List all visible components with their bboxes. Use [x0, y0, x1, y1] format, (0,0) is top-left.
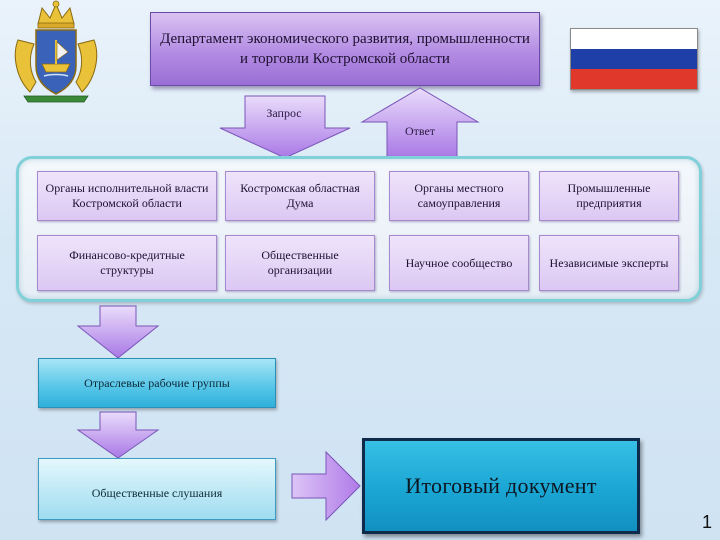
- final-document-box: Итоговый документ: [362, 438, 640, 534]
- working-groups-box: Отраслевые рабочие группы: [38, 358, 276, 408]
- flag-stripe-blue: [571, 48, 697, 69]
- flag-stripe-white: [571, 29, 697, 49]
- header-title: Департамент экономического развития, про…: [160, 31, 530, 67]
- stakeholder-card: Органы местного самоуправления: [389, 171, 529, 221]
- public-hearings-label: Общественные слушания: [91, 486, 223, 500]
- stakeholder-card: Общественные организации: [225, 235, 375, 291]
- request-arrow: [219, 95, 351, 159]
- public-hearings-box: Общественные слушания: [38, 458, 276, 520]
- final-document-label: Итоговый документ: [405, 473, 597, 498]
- stakeholders-panel: Органы исполнительной власти Костромской…: [16, 156, 702, 302]
- down-arrow-public-hearings: [76, 411, 160, 459]
- stakeholder-card: Научное сообщество: [389, 235, 529, 291]
- response-arrow: [360, 87, 480, 159]
- response-label: Ответ: [404, 124, 436, 138]
- stakeholder-card: Органы исполнительной власти Костромской…: [37, 171, 217, 221]
- down-arrow-working-groups: [76, 305, 160, 359]
- department-header: Департамент экономического развития, про…: [150, 12, 540, 86]
- right-arrow-final-document: [291, 450, 361, 522]
- coat-of-arms-icon: [14, 0, 98, 103]
- stakeholder-card: Финансово-кредитные структуры: [37, 235, 217, 291]
- page-number: 1: [701, 512, 712, 532]
- stakeholder-card: Костромская областная Дума: [225, 171, 375, 221]
- request-label: Запрос: [266, 106, 302, 120]
- stakeholder-card: Независимые эксперты: [539, 235, 679, 291]
- stakeholder-card: Промышленные предприятия: [539, 171, 679, 221]
- working-groups-label: Отраслевые рабочие группы: [84, 375, 230, 390]
- flag-stripe-red: [571, 68, 697, 89]
- russian-flag: [570, 28, 698, 90]
